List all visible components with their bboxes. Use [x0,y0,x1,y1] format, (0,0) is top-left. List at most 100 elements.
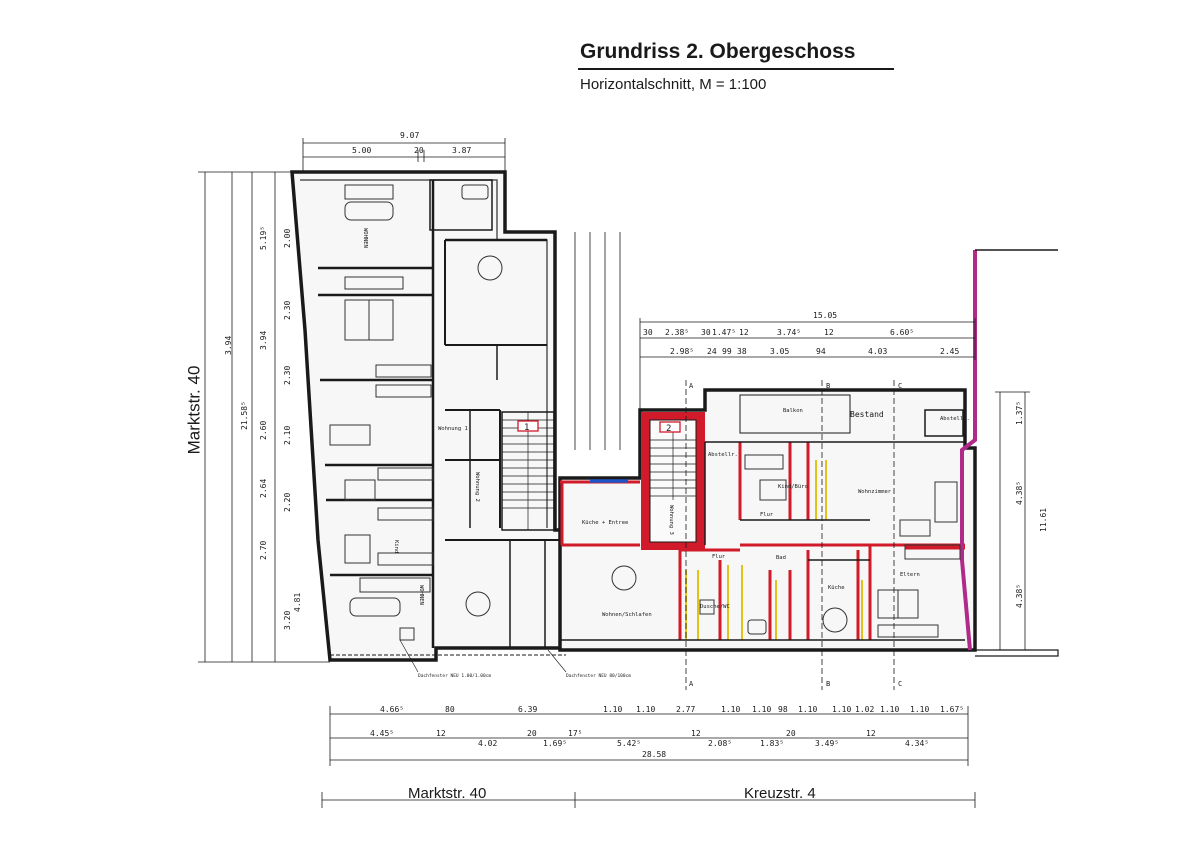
label-kueche-entree: Küche + Entree [582,520,628,526]
dim-top-b: 20 [414,146,424,155]
dimension-texts: 9.07 5.00 20 3.87 15.05 30 2.38⁵ 30 1.47… [224,131,1048,759]
dim-bottom-r2-1: 12 [436,729,446,738]
label-flur-lower: Flur [712,554,726,560]
magenta-boundary-wall [960,250,977,651]
dim-right-r1-1: 2.38⁵ [665,328,689,337]
label-wohnung-2: Wohnung 2 [474,472,480,502]
dim-top-total: 9.07 [400,131,419,140]
label-wohnen-top: WOHNEN [362,228,368,248]
eaves-label-left: Dachfenster NEU 1.00/1.00cm [418,673,491,679]
section-markers: A A B B C C [685,380,902,690]
dim-right-vert-0: 1.37⁵ [1015,401,1024,425]
left-building-outline [290,170,568,662]
stair-2-label: 2 [666,424,671,434]
left-furniture [329,184,503,641]
section-mark-b-bottom: B [826,680,830,688]
label-abstellr-top: Abstellr. [940,416,970,422]
dim-right-r2-2: 99 [722,347,732,356]
street-label-bottom-left: Marktstr. 40 [408,785,487,802]
dim-right-r2-1: 24 [707,347,717,356]
storage-room [924,409,964,437]
balcony [739,394,851,434]
dim-bottom-r1-1: 80 [445,705,455,714]
dim-bottom-r2-2: 4.02 [478,739,497,748]
label-flur-upper: Flur [760,512,774,518]
dim-bottom-r1-8: 98 [778,705,788,714]
dim-left-col2-5: 3.20 [283,611,292,630]
dim-right-vert-1: 4.38⁵ [1015,481,1024,505]
dim-bottom-r2-11: 3.49⁵ [815,739,839,748]
section-mark-c-bottom: C [898,680,902,688]
dim-right-r1-5: 3.74⁵ [777,328,801,337]
label-kind-left: Kind [393,540,399,553]
dim-left-col-4: 2.64 [259,479,268,498]
dim-left-col-2: 3.94 [224,336,233,355]
label-balkon: Balkon [783,408,803,414]
dim-right-r2-6: 4.03 [868,347,887,356]
dim-left-col2-3: 2.10 [283,426,292,445]
dim-bottom-r1-7: 1.10 [752,705,771,714]
dim-right-r2-3: 38 [737,347,747,356]
dim-bottom-r2-5: 17⁵ [568,729,582,738]
label-kueche: Küche [828,585,845,591]
title-underline [578,68,894,70]
dim-bottom-total: 28.58 [642,750,666,759]
dim-left-col-6: 4.81 [293,593,302,612]
section-mark-a-bottom: A [689,680,694,688]
dim-top-a: 5.00 [352,146,371,155]
dim-bottom-r2-9: 1.83⁵ [760,739,784,748]
label-eltern: Eltern [900,572,920,578]
dim-right-r1-7: 6.60⁵ [890,328,914,337]
dim-left-col2-0: 2.00 [283,229,292,248]
dim-bottom-r1-10: 1.10 [832,705,851,714]
left-building: 1 [290,170,568,662]
label-dusche-wc: Dusche/WC [700,604,730,610]
dim-right-r2-0: 2.98⁵ [670,347,694,356]
dim-right-r1-3: 1.47⁵ [712,328,736,337]
street-label-bottom-right: Kreuzstr. 4 [744,785,816,802]
dim-left-col-5: 2.70 [259,541,268,560]
dim-bottom-r2-4: 1.69⁵ [543,739,567,748]
dim-right-r1-2: 30 [701,328,711,337]
dim-left-col-1: 3.94 [259,331,268,350]
drawing-subtitle: Horizontalschnitt, M = 1:100 [580,76,767,93]
stair-2: 2 [641,412,705,550]
dim-right-vert-2: 4.38⁵ [1015,584,1024,608]
dim-bottom-r1-5: 2.77 [676,705,695,714]
dim-bottom-r1-0: 4.66⁵ [380,705,404,714]
label-wohnzimmer: Wohnzimmer [858,489,892,495]
section-mark-b-top: B [826,382,830,390]
dim-right-r1-4: 12 [739,328,749,337]
dim-bottom-r1-11: 1.02 [855,705,874,714]
label-bad: Bad [776,555,786,561]
dim-bottom-r1-2: 6.39 [518,705,537,714]
dim-left-col2-2: 2.30 [283,366,292,385]
label-wohnen-bottom: WOHNEN [418,585,424,605]
label-wohnung-1: Wohnung 1 [438,426,468,432]
dim-right-r2-7: 2.45 [940,347,959,356]
dim-bottom-r1-3: 1.10 [603,705,622,714]
dim-left-col2-4: 2.20 [283,493,292,512]
drawing-title: Grundriss 2. Obergeschoss [580,40,856,63]
dim-right-r2-5: 94 [816,347,826,356]
dim-right-r2-4: 3.05 [770,347,789,356]
dim-bottom-r1-4: 1.10 [636,705,655,714]
label-bestand: Bestand [850,410,884,419]
right-building: 2 [558,249,1059,657]
dim-bottom-r2-13: 4.34⁵ [905,739,929,748]
dim-bottom-r1-14: 1.67⁵ [940,705,964,714]
label-kind-buero: Kind/Büro [778,484,808,490]
dim-right-total: 15.05 [813,311,837,320]
left-room-labels: Wohnung 1 WOHNEN WOHNEN Kind Wohnung 2 D… [362,228,631,679]
dim-bottom-r1-13: 1.10 [910,705,929,714]
dim-left-col2-1: 2.30 [283,301,292,320]
dim-right-r1-0: 30 [643,328,653,337]
label-wohnen-schlafen: Wohnen/Schlafen [602,612,652,618]
dim-bottom-r2-3: 20 [527,729,537,738]
dim-bottom-r2-8: 2.08⁵ [708,739,732,748]
dim-right-vert-3: 11.61 [1039,508,1048,532]
dim-top-c: 3.87 [452,146,471,155]
dim-left-col-3: 2.60 [259,421,268,440]
dim-bottom-r1-12: 1.10 [880,705,899,714]
dim-left-col-0: 5.19⁵ [259,226,268,250]
